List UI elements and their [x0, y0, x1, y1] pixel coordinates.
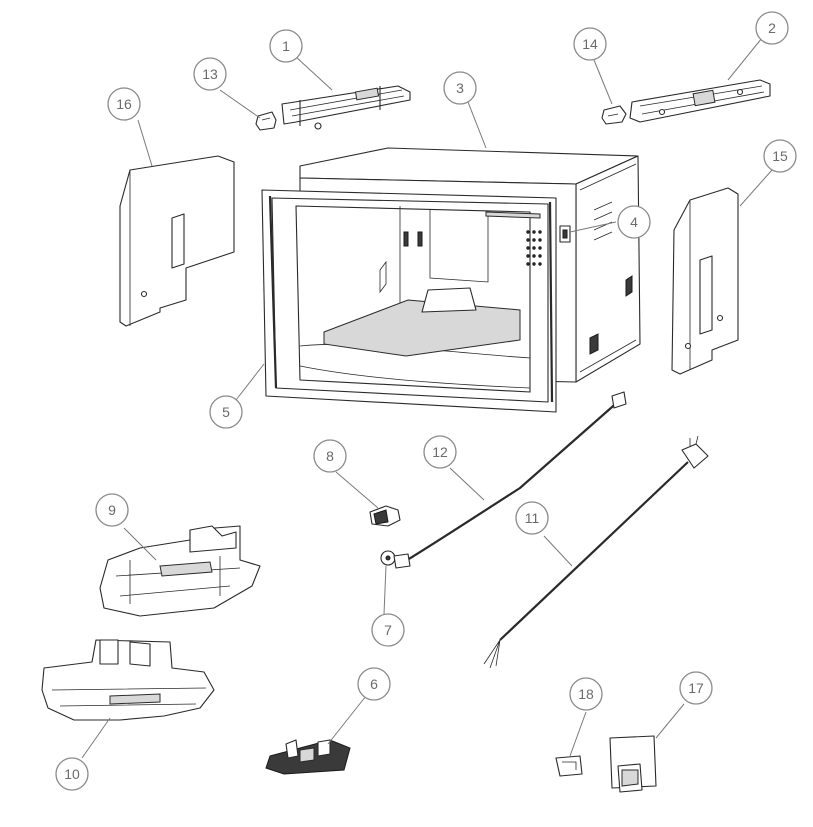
- callout-circle: [515, 501, 549, 535]
- callout-18: 18: [569, 677, 603, 711]
- part-6-control-board: [265, 739, 351, 775]
- callout-circle: [95, 493, 129, 527]
- callout-circle: [569, 677, 603, 711]
- callout-circle: [107, 87, 141, 121]
- part-9-base-tray: [99, 525, 261, 617]
- callout-label: 18: [578, 686, 594, 702]
- callout-circle: [423, 435, 457, 469]
- callout-10: 10: [55, 757, 89, 791]
- callout-label: 5: [222, 404, 230, 420]
- callout-3: 3: [443, 71, 477, 105]
- callout-label: 14: [582, 36, 598, 52]
- callout-15: 15: [763, 139, 797, 173]
- callout-label: 17: [688, 680, 704, 696]
- callout-label: 9: [108, 502, 116, 518]
- part-8-connector: [369, 505, 401, 527]
- part-14-clip: [601, 105, 627, 125]
- callout-label: 16: [116, 96, 132, 112]
- part-10-base-tray: [41, 639, 215, 721]
- part-16-left-side-panel: [119, 155, 235, 327]
- vent-grid: [589, 201, 633, 355]
- callout-7: 7: [371, 613, 405, 647]
- callout-label: 15: [772, 148, 788, 164]
- leader-lines: [81, 37, 773, 759]
- callout-5: 5: [209, 395, 243, 429]
- callout-13: 13: [193, 57, 227, 91]
- part-11-power-cord: [483, 435, 709, 669]
- part-1-top-rail-left: [281, 85, 411, 130]
- callout-2: 2: [755, 11, 789, 45]
- callout-circle: [193, 57, 227, 91]
- part-2-top-rail-right: [629, 79, 771, 123]
- callout-circle: [209, 395, 243, 429]
- part-4-switch: [559, 225, 571, 243]
- callout-label: 10: [64, 766, 80, 782]
- callout-label: 6: [370, 676, 378, 692]
- callout-circle: [617, 205, 651, 239]
- callout-9: 9: [95, 493, 129, 527]
- callout-circle: [55, 757, 89, 791]
- callout-circle: [443, 71, 477, 105]
- callout-label: 7: [384, 622, 392, 638]
- callout-11: 11: [515, 501, 549, 535]
- part-7-sensor: [380, 550, 411, 569]
- perforation-grid: [526, 230, 542, 266]
- callout-circle: [755, 11, 789, 45]
- callout-circle: [679, 671, 713, 705]
- callout-circle: [573, 27, 607, 61]
- part-15-right-side-panel: [671, 187, 739, 375]
- callout-6: 6: [357, 667, 391, 701]
- part-13-clip: [255, 111, 277, 131]
- callout-circle: [357, 667, 391, 701]
- part-17-latch: [609, 735, 657, 793]
- part-18-clip: [555, 755, 583, 777]
- callout-label: 8: [326, 448, 334, 464]
- callout-4: 4: [617, 205, 651, 239]
- callout-circle: [269, 29, 303, 63]
- callout-16: 16: [107, 87, 141, 121]
- part-5-front-frame: [261, 189, 557, 413]
- callout-circle: [371, 613, 405, 647]
- callout-label: 2: [768, 20, 776, 36]
- callout-17: 17: [679, 671, 713, 705]
- callout-label: 11: [525, 510, 540, 526]
- part-12-sensor-cable: [403, 391, 627, 563]
- callout-1: 1: [269, 29, 303, 63]
- callout-circle: [763, 139, 797, 173]
- callout-label: 13: [202, 66, 218, 82]
- callout-label: 3: [456, 80, 464, 96]
- callout-circle: [313, 439, 347, 473]
- callout-label: 1: [282, 38, 290, 54]
- callout-14: 14: [573, 27, 607, 61]
- callout-label: 4: [630, 214, 638, 230]
- callout-label: 12: [432, 444, 448, 460]
- callout-12: 12: [423, 435, 457, 469]
- callout-8: 8: [313, 439, 347, 473]
